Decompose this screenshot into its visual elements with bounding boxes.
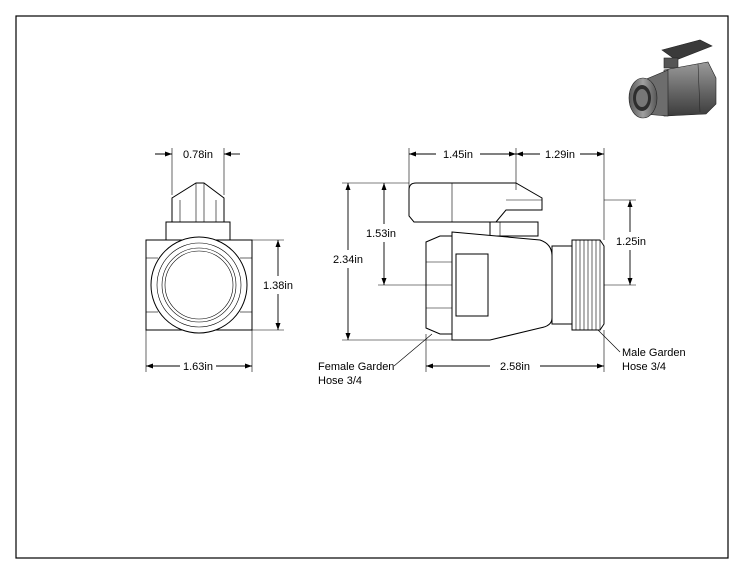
dim-front-top-width: 0.78in [183,149,213,161]
side-handle [408,182,543,223]
dim-side-right-top: 1.29in [545,149,575,161]
dim-side-inner-height: 1.53in [366,228,396,240]
front-dimensions: 0.78in 1.38in 1.63in [145,148,293,373]
dim-side-length: 2.58in [500,361,530,373]
isometric-render [628,39,717,119]
callouts: Female Garden Hose 3/4 Male Garden Hose … [318,329,686,387]
dim-side-total-height: 2.34in [333,254,363,266]
dim-front-height: 1.38in [263,280,293,292]
drawing-border [15,15,729,559]
front-view [145,182,253,334]
side-male-neck [551,245,573,325]
side-body-flat [455,253,489,317]
dim-side-left-top: 1.45in [443,149,473,161]
female-callout-line2: Hose 3/4 [318,375,362,387]
dim-front-width: 1.63in [183,361,213,373]
male-callout-line1: Male Garden [622,347,686,359]
side-view [408,182,605,341]
male-callout-line2: Hose 3/4 [622,361,666,373]
female-callout-line1: Female Garden [318,361,394,373]
side-dimensions: 1.45in 1.29in 2.34in 1.53in 1.25in [333,148,646,373]
front-outer-ring [150,236,248,334]
dim-side-right-height: 1.25in [616,236,646,248]
side-stem [489,221,539,237]
